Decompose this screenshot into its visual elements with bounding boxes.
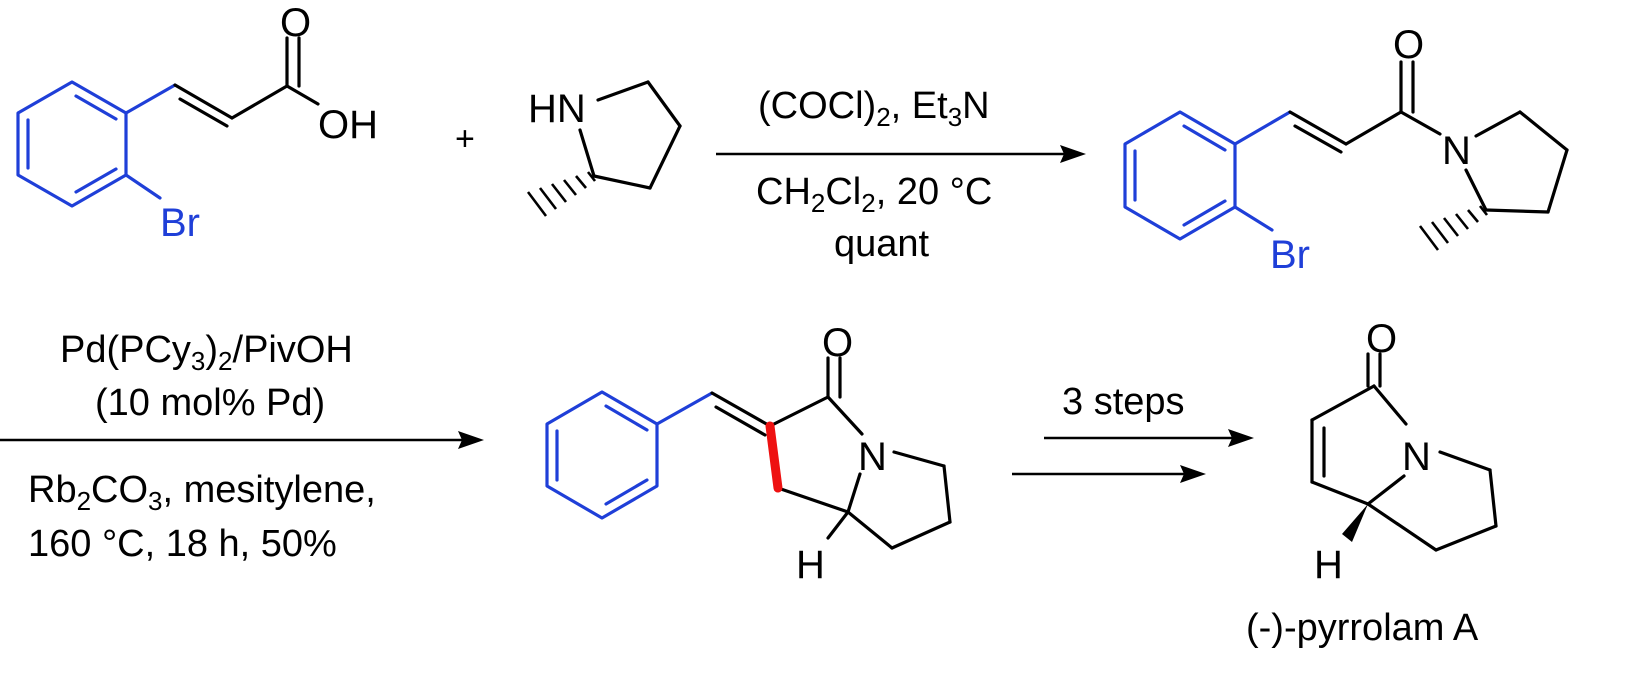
step2-base-solvent: Rb2CO3, mesitylene,: [28, 469, 376, 516]
reaction-arrow-2: [0, 431, 484, 449]
alkene-bond: [173, 83, 234, 120]
amine-label: HN: [528, 87, 586, 131]
vinyl-bond: [124, 83, 177, 115]
compound-benzylidene-pyrrolizidinone: O N H: [545, 321, 952, 587]
bridgehead-hydrogen-2: H: [1314, 543, 1343, 587]
lactam-nitrogen: N: [858, 435, 887, 479]
reaction-arrow-3: [1012, 429, 1254, 483]
step1-yield: quant: [834, 223, 930, 265]
compound-pyrrolam-a: O N H: [1310, 317, 1498, 587]
step1-conditions-below: CH2Cl2, 20 °C: [756, 171, 992, 218]
carbonyl-oxygen-3: O: [822, 321, 853, 365]
step3-label: 3 steps: [1062, 381, 1185, 423]
bromine-label-1: Br: [160, 201, 200, 245]
new-cc-bond-highlight: [765, 421, 783, 493]
bromine-label-2: Br: [1270, 233, 1310, 277]
step2-catalyst-loading: (10 mol% Pd): [95, 382, 325, 424]
step2-catalyst: Pd(PCy3)2/PivOH: [60, 329, 353, 376]
c-br-bond: [124, 173, 162, 200]
plus-sign: +: [455, 120, 475, 158]
aryl-ring-1: [16, 80, 128, 208]
amide-nitrogen-1: N: [1442, 129, 1471, 173]
bridgehead-hydrogen-1: H: [796, 543, 825, 587]
compound-cinnamamide: Br O N: [1123, 23, 1569, 277]
hashed-methyl-wedge-1: [526, 171, 597, 217]
compound-bromocinnamic-acid: Br O OH: [16, 1, 378, 245]
product-name: (-)-pyrrolam A: [1246, 607, 1479, 649]
aryl-ring-3: [545, 390, 659, 520]
carbonyl-oxygen-2: O: [1393, 23, 1424, 67]
aryl-ring-2: [1123, 110, 1237, 241]
bold-wedge-hydrogen: [1342, 504, 1368, 542]
step2-temp-time-yield: 160 °C, 18 h, 50%: [28, 523, 337, 565]
compound-methylpyrrolidine: HN: [526, 80, 682, 217]
carbonyl-oxygen-4: O: [1366, 317, 1397, 361]
carbonyl-oxygen-1: O: [280, 1, 311, 45]
hashed-methyl-wedge-2: [1418, 205, 1489, 251]
pyrrolam-nitrogen: N: [1402, 435, 1431, 479]
hydroxyl-label: OH: [318, 103, 378, 147]
step1-reagent-above: (COCl)2, Et3N: [758, 85, 990, 132]
reaction-arrow-1: [716, 145, 1086, 163]
